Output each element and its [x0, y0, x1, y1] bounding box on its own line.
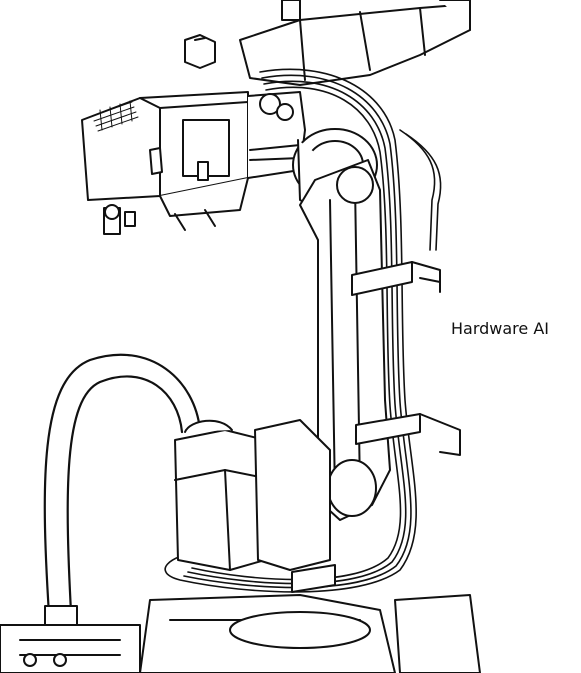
feeder-connectors: [104, 205, 215, 234]
feeder-drive-assembly: [160, 92, 305, 216]
arched-hose: [45, 355, 200, 630]
pedestal-lower-right: [395, 595, 480, 673]
cable-clamp-brackets: [292, 262, 460, 592]
top-floating-bracket: [185, 35, 215, 68]
upper-forearm-housing: [240, 0, 470, 85]
robot-base: [0, 420, 395, 673]
axis-motor-housing: [175, 421, 265, 570]
feeder-vent-grille: [92, 101, 138, 131]
wire-feeder-box: [82, 92, 248, 200]
hardware-ai-callout: Hardware AI: [451, 319, 549, 338]
